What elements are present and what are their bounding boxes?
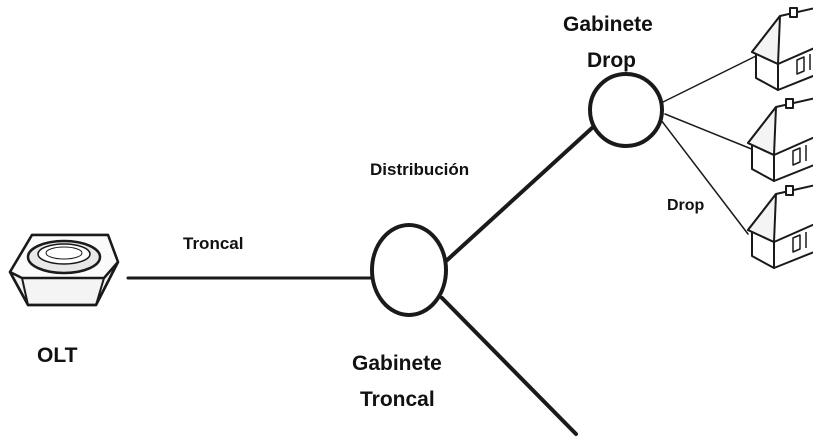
olt-label: OLT <box>37 344 78 367</box>
drop-link-2 <box>664 113 755 151</box>
olt-device-icon <box>8 233 120 307</box>
gabinete-drop-label-line2: Drop <box>587 49 636 72</box>
troncal-continuation-link <box>440 296 578 436</box>
drop-link-1 <box>660 55 757 104</box>
house-icon <box>751 7 813 91</box>
house-icon <box>747 184 813 269</box>
gabinete-drop-label-line1: Gabinete <box>563 13 653 36</box>
troncal-link-label: Troncal <box>183 234 243 253</box>
houses <box>747 7 813 269</box>
house-icon <box>747 97 813 182</box>
cabinet-circle-icon <box>588 72 664 148</box>
gabinete-troncal-label-line2: Troncal <box>360 388 435 411</box>
cabinet-ellipse-icon <box>370 223 448 317</box>
drop-link-3 <box>660 119 749 235</box>
distribucion-link <box>443 126 594 264</box>
links <box>126 55 757 436</box>
gabinete-troncal-label-line1: Gabinete <box>352 352 442 375</box>
drop-link-label: Drop <box>667 197 705 214</box>
distribucion-link-label: Distribución <box>370 160 469 179</box>
